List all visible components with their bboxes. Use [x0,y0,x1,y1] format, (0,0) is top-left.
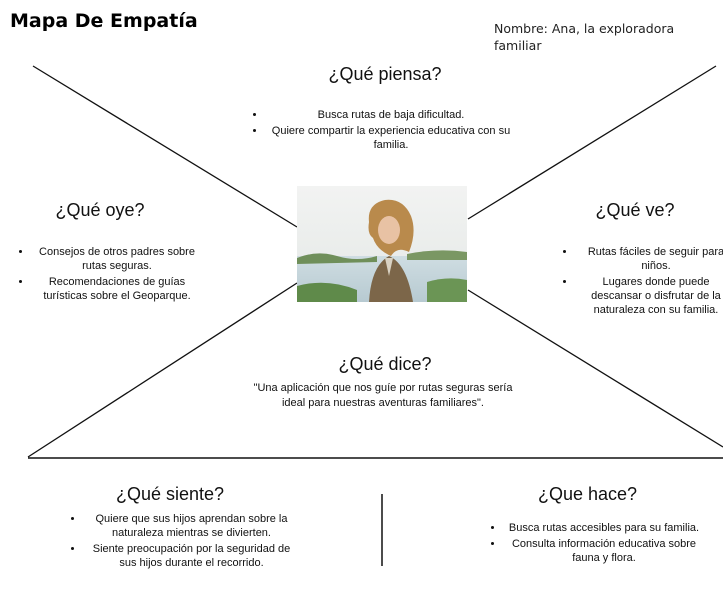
line-top-left [32,65,298,228]
list-siente: Quiere que sus hijos aprendan sobre la n… [68,512,299,572]
heading-dice: ¿Qué dice? [338,354,432,374]
page-title: Mapa De Empatía [10,10,198,32]
quote-dice: "Una aplicación que nos guíe por rutas s… [253,382,513,409]
list-item: Siente preocupación por la seguridad de … [84,542,299,570]
list-item: Rutas fáciles de seguir para niños. [576,245,723,273]
list-hace: Busca rutas accesibles para su familia. … [488,521,704,567]
woman-portrait-photo [297,186,467,302]
heading-siente: ¿Qué siente? [115,484,225,504]
list-item: Consulta información educativa sobre fau… [504,537,704,565]
list-item: Recomendaciones de guías turísticas sobr… [32,275,202,303]
heading-piensa: ¿Qué piensa? [328,64,442,84]
list-oye: Consejos de otros padres sobre rutas seg… [16,245,202,305]
line-bottom-left [27,282,298,458]
list-item: Busca rutas accesibles para su familia. [504,521,704,535]
list-item: Quiere compartir la experiencia educativ… [266,124,516,152]
heading-hace: ¿Que hace? [537,484,638,504]
list-ve: Rutas fáciles de seguir para niños. Luga… [560,245,723,319]
list-item: Busca rutas de baja dificultad. [266,108,516,122]
list-item: Consejos de otros padres sobre rutas seg… [32,245,202,273]
persona-name: Nombre: Ana, la exploradora familiar [494,21,675,53]
line-top-right [467,65,717,220]
list-item: Quiere que sus hijos aprendan sobre la n… [84,512,299,540]
line-bottom-right [467,289,723,448]
heading-oye: ¿Qué oye? [55,200,145,220]
list-item: Lugares donde puede descansar o disfruta… [576,275,723,317]
list-piensa: Busca rutas de baja dificultad. Quiere c… [250,108,516,154]
heading-ve: ¿Qué ve? [595,200,675,220]
